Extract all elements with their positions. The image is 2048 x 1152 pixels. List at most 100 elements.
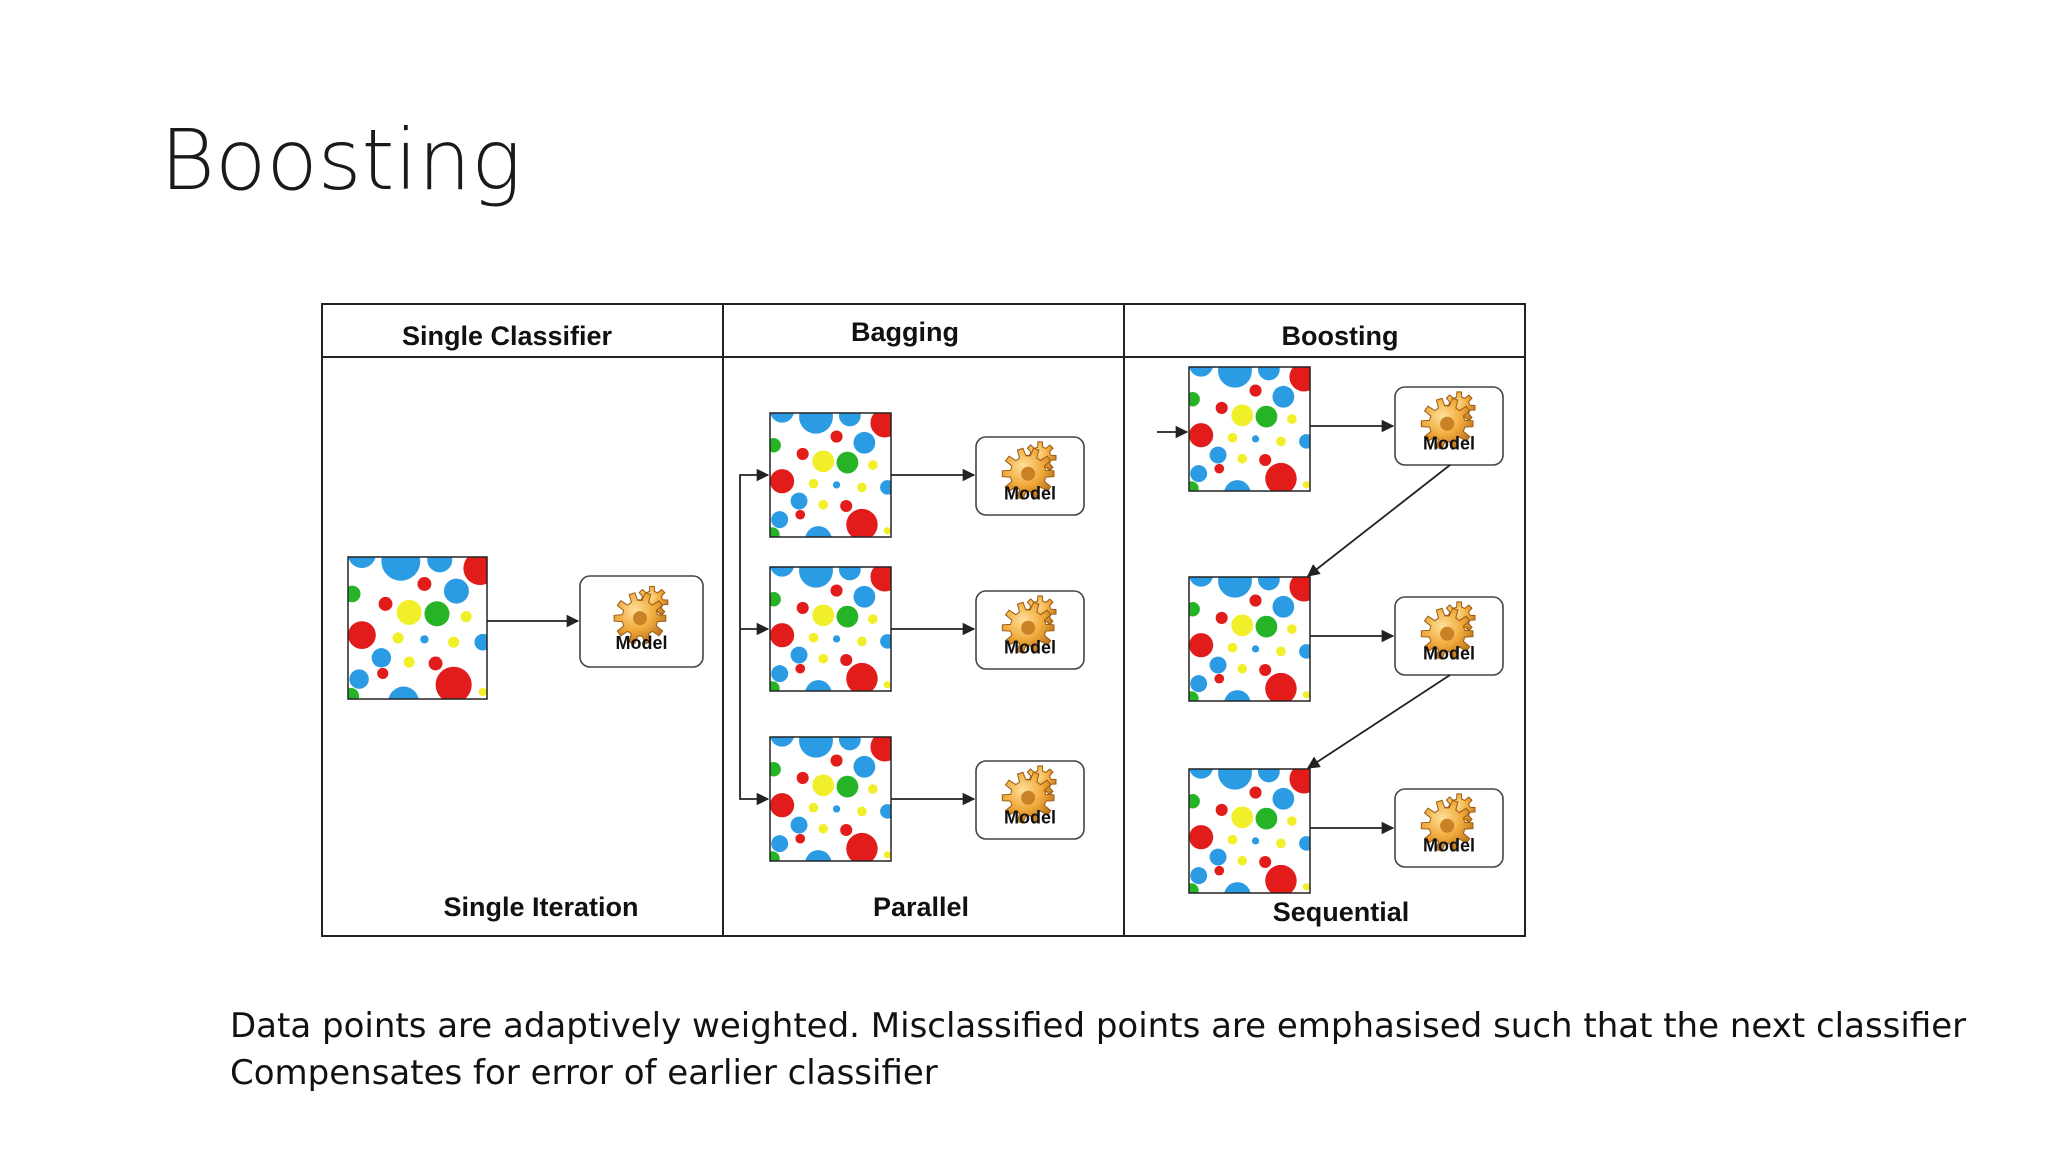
- dataset-single: [347, 556, 488, 700]
- arrow-model1-to-dataset2: [1307, 464, 1451, 577]
- dataset-boosting-1: [1188, 366, 1311, 492]
- data-point: [818, 499, 829, 510]
- data-point: [812, 774, 835, 797]
- data-point: [799, 567, 833, 588]
- data-point: [1265, 462, 1297, 491]
- data-point: [836, 451, 859, 474]
- data-point: [1215, 803, 1228, 816]
- body-line-1: Data points are adaptively weighted. Mis…: [230, 1006, 1967, 1046]
- data-point: [1215, 401, 1228, 414]
- data-point: [795, 833, 806, 844]
- data-point: [818, 823, 829, 834]
- model-box-boosting-2: Model: [1394, 596, 1504, 676]
- data-point: [1272, 787, 1295, 810]
- dataset-bagging-2: [769, 566, 892, 692]
- dataset-boosting-2: [1188, 576, 1311, 702]
- data-point: [770, 851, 780, 861]
- data-point: [463, 557, 487, 586]
- data-point: [1299, 434, 1310, 449]
- data-point: [808, 802, 819, 813]
- data-point: [1189, 793, 1200, 809]
- data-point: [448, 636, 460, 648]
- gear-icon: [1420, 793, 1476, 852]
- data-point: [830, 754, 843, 767]
- data-point: [1276, 436, 1286, 447]
- arrow-split-top: [739, 468, 770, 629]
- data-point: [771, 665, 789, 683]
- data-point: [349, 669, 369, 689]
- data-point: [880, 634, 891, 649]
- gear-icon: [1001, 765, 1057, 824]
- data-point: [1231, 806, 1254, 829]
- gear-icon: [1001, 441, 1057, 500]
- data-point: [1251, 435, 1260, 443]
- data-point: [1218, 769, 1252, 790]
- data-point: [795, 663, 806, 674]
- data-point: [770, 527, 780, 537]
- model-label: Model: [1004, 637, 1056, 657]
- data-point: [1265, 864, 1297, 893]
- data-point: [1190, 465, 1208, 483]
- data-point: [870, 413, 891, 438]
- data-point: [808, 632, 819, 643]
- data-point: [1190, 867, 1208, 885]
- model-label: Model: [1423, 433, 1475, 453]
- data-point: [1209, 656, 1227, 674]
- data-point: [846, 662, 878, 691]
- data-point: [1249, 594, 1262, 607]
- data-point: [1289, 367, 1310, 392]
- data-point: [857, 482, 867, 493]
- data-point: [428, 656, 443, 671]
- data-point: [1209, 848, 1227, 866]
- data-point: [770, 469, 795, 494]
- data-point: [1289, 577, 1310, 602]
- data-point: [1227, 432, 1238, 443]
- data-point: [1255, 405, 1278, 428]
- data-point: [857, 636, 867, 647]
- data-point: [853, 431, 876, 454]
- column-footer-single-iteration: Single Iteration: [443, 892, 638, 922]
- slide-title: Boosting: [160, 111, 522, 209]
- data-point: [1189, 367, 1213, 377]
- data-points: [348, 557, 487, 699]
- data-point: [1299, 644, 1310, 659]
- data-point: [770, 681, 780, 691]
- model-box-bagging-1: Model: [975, 436, 1085, 516]
- column-header-single-classifier: Single Classifier: [402, 321, 613, 351]
- data-point: [1259, 453, 1272, 467]
- data-point: [790, 646, 808, 664]
- data-point: [474, 633, 487, 651]
- data-point: [1214, 673, 1225, 684]
- data-point: [1231, 614, 1254, 637]
- data-point: [1237, 663, 1248, 674]
- data-point: [417, 577, 432, 591]
- data-point: [795, 509, 806, 520]
- data-point: [348, 687, 360, 699]
- data-point: [460, 611, 472, 623]
- data-point: [836, 605, 859, 628]
- data-point: [790, 816, 808, 834]
- data-point: [371, 648, 392, 668]
- gear-icon: [1420, 601, 1476, 660]
- data-point: [857, 806, 867, 817]
- data-point: [838, 567, 861, 581]
- data-point: [830, 430, 843, 443]
- data-point: [1189, 601, 1200, 617]
- data-point: [1287, 816, 1297, 826]
- data-point: [1189, 423, 1214, 448]
- data-point: [1189, 769, 1213, 779]
- data-point: [348, 557, 376, 569]
- dataset-bagging-3: [769, 736, 892, 862]
- data-point: [378, 596, 393, 611]
- data-point: [770, 623, 795, 648]
- data-point: [853, 585, 876, 608]
- data-point: [1287, 414, 1297, 424]
- data-point: [1287, 624, 1297, 634]
- data-point: [1272, 385, 1295, 408]
- body-line-2: Compensates for error of earlier classif…: [230, 1053, 938, 1093]
- data-point: [796, 601, 809, 614]
- data-point: [1224, 690, 1251, 701]
- model-box-boosting-1: Model: [1394, 386, 1504, 466]
- data-point: [1214, 865, 1225, 876]
- data-point: [770, 567, 794, 577]
